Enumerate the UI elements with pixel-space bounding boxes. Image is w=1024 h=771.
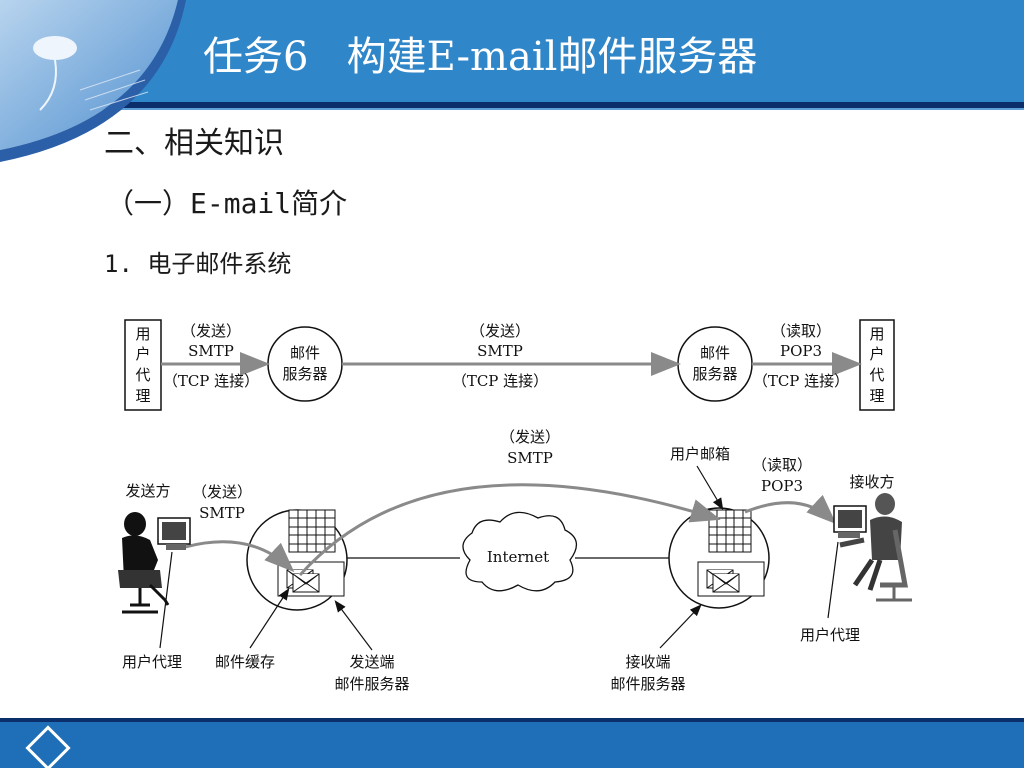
send-smtp-top-2: SMTP	[507, 449, 553, 467]
slide-footer	[0, 722, 1024, 768]
link1-top1: （发送）	[181, 322, 241, 340]
link3-top2: POP3	[780, 342, 822, 360]
footer-line	[0, 718, 1024, 722]
arrow-ua-to-cache	[184, 540, 295, 573]
user-agent-left-label: 用户代理	[122, 653, 182, 671]
ua-left-char: 代	[135, 366, 150, 384]
send-server-label-1: 发送端	[349, 653, 394, 671]
send-smtp-left-1: （发送）	[192, 483, 252, 501]
read-pop3-2: POP3	[761, 477, 803, 495]
subsection-heading: （一）E-mail简介	[106, 187, 348, 220]
grid-icon-send	[288, 509, 336, 553]
receiver-person-icon	[833, 493, 912, 602]
arrow-cache-to-mailbox	[298, 483, 721, 577]
internet-cloud-icon	[462, 511, 577, 592]
link1-top2: SMTP	[188, 342, 234, 360]
mailbox-label: 用户邮箱	[670, 445, 730, 463]
link3-bottom: （TCP 连接）	[753, 372, 849, 390]
mail-server-circle-right	[677, 326, 753, 402]
link1-bottom: （TCP 连接）	[163, 372, 259, 390]
topic-heading: 1. 电子邮件系统	[104, 250, 292, 278]
read-pop3-1: （读取）	[752, 456, 812, 474]
ua-left-char: 用	[135, 325, 150, 343]
corner-decoration	[0, 0, 186, 162]
mail-cache-label: 邮件缓存	[215, 653, 275, 671]
send-smtp-left-2: SMTP	[199, 504, 245, 522]
mailbox-grid-icon	[708, 509, 752, 553]
server-right-line: 邮件	[700, 344, 730, 362]
recv-server-label-2: 邮件服务器	[610, 675, 685, 693]
recv-cache-icon	[697, 561, 765, 597]
header-stripe	[0, 102, 1024, 108]
server-right-line: 服务器	[692, 365, 737, 383]
bottom-diagram: Internet 发送方 接收方 （发送）	[118, 428, 912, 693]
link2-bottom: （TCP 连接）	[452, 372, 548, 390]
link2-top1: （发送）	[470, 322, 530, 340]
receiver-label: 接收方	[849, 473, 894, 491]
mouse-icon	[33, 36, 77, 60]
server-left-line: 服务器	[282, 365, 327, 383]
ua-right-char: 户	[869, 345, 884, 363]
ua-left-char: 理	[135, 387, 150, 405]
link2-top2: SMTP	[477, 342, 523, 360]
sender-label: 发送方	[125, 482, 170, 500]
internet-label: Internet	[487, 548, 549, 566]
sender-person-icon	[118, 512, 191, 614]
top-flow: 用 户 代 理 用 户 代 理 邮件 服务器 邮件 服务器 （发送） SMTP …	[124, 319, 895, 411]
slide-title: 任务6 构建E-mail邮件服务器	[203, 34, 758, 80]
ua-right-char: 代	[869, 366, 884, 384]
ua-right-char: 理	[869, 387, 884, 405]
ua-right-char: 用	[869, 325, 884, 343]
server-left-line: 邮件	[290, 344, 320, 362]
user-agent-right-label: 用户代理	[800, 626, 860, 644]
send-smtp-top-1: （发送）	[500, 428, 560, 446]
send-server-label-2: 邮件服务器	[334, 675, 409, 693]
header-thin-line	[0, 108, 1024, 110]
ua-left-char: 户	[135, 345, 150, 363]
section-heading: 二、相关知识	[104, 126, 284, 161]
arrow-mailbox-to-ua	[744, 494, 837, 525]
mail-server-circle-left	[267, 326, 343, 402]
link3-top1: （读取）	[771, 322, 831, 340]
recv-server-label-1: 接收端	[625, 653, 670, 671]
